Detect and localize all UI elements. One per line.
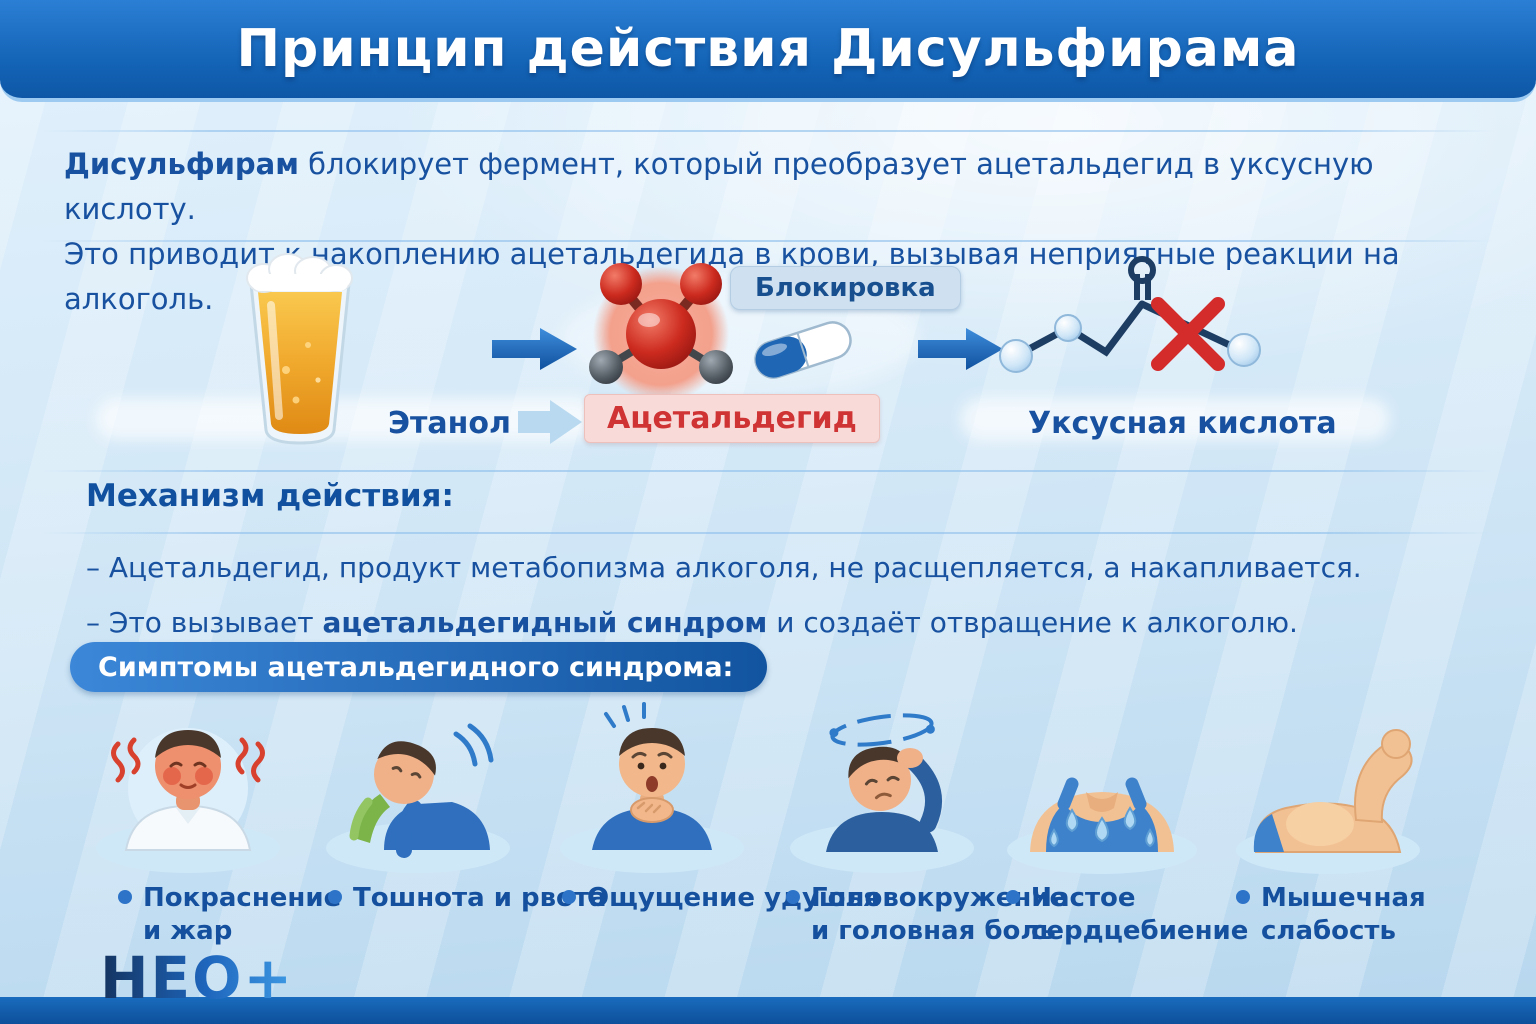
- ethanol-label: Этанол: [388, 406, 511, 441]
- symptom-label-choking: Ощущение удушья: [562, 882, 880, 915]
- mechanism-bullet-1: – Ацетальдегид, продукт метабопизма алко…: [86, 551, 1362, 584]
- arrow-right-icon: [918, 326, 1004, 372]
- footer-band: [0, 997, 1536, 1024]
- choking-icon: [552, 700, 752, 875]
- bullet2-bold: ацетальдегидный синдром: [322, 605, 768, 639]
- bullet-dot-icon: [786, 890, 800, 904]
- dizziness-headache-icon: [782, 700, 982, 875]
- acetic-acid-label: Уксусная кислота: [1028, 406, 1337, 441]
- bullet-dot-icon: [562, 890, 576, 904]
- symptom-label-text: Ощущение удушья: [587, 883, 880, 913]
- mechanism-bullet-2: – Это вызывает ацетальдегидный синдром и…: [86, 603, 1486, 644]
- symptoms-heading: Симптомы ацетальдегидного синдрома:: [98, 651, 734, 683]
- bullet-dot-icon: [1236, 890, 1250, 904]
- page-title: Принцип действия Дисульфирама: [236, 19, 1300, 79]
- mechanism-section: Механизм действия: – Ацетальдегид, проду…: [86, 478, 1486, 643]
- background-streak: [960, 398, 1390, 440]
- divider: [42, 240, 1494, 242]
- bullet-dot-icon: [1006, 890, 1020, 904]
- bullet-dot-icon: [328, 890, 342, 904]
- heartbeat-sweat-icon: [1002, 700, 1202, 875]
- background-streak: [96, 398, 596, 440]
- beer-glass-icon: [238, 250, 362, 448]
- divider: [42, 532, 1494, 534]
- intro-lead-rest: блокирует фермент, который преобразует а…: [64, 147, 1374, 226]
- mechanism-heading: Механизм действия:: [86, 478, 454, 514]
- chevron-right-icon: [518, 398, 584, 446]
- intro-line-1: Дисульфирам блокирует фермент, который п…: [64, 142, 1480, 232]
- divider: [42, 130, 1494, 132]
- bullet2-suffix: и создаёт отвращение к алкоголю.: [767, 605, 1298, 639]
- header-band: Принцип действия Дисульфирама: [0, 0, 1536, 102]
- muscle-weakness-icon: [1228, 700, 1428, 875]
- acetic-acid-blocked-icon: [988, 256, 1280, 402]
- bullet-dot-icon: [118, 890, 132, 904]
- bullet2-prefix: – Это вызывает: [86, 605, 323, 639]
- brand-logo: НЕО+: [100, 944, 295, 1012]
- arrow-right-icon: [492, 326, 578, 372]
- vomiting-icon: [318, 700, 518, 875]
- acetaldehyde-molecule-icon: [566, 254, 756, 404]
- symptoms-heading-banner: Симптомы ацетальдегидного синдрома:: [70, 642, 768, 692]
- acetaldehyde-label: Ацетальдегид: [584, 394, 880, 443]
- pathway-diagram: Блокировка: [0, 248, 1536, 472]
- red-face-fever-icon: [88, 700, 288, 875]
- intro-lead-bold: Дисульфирам: [64, 147, 299, 181]
- disulfiram-capsule-icon: [746, 312, 860, 388]
- divider: [42, 470, 1494, 472]
- blocking-label: Блокировка: [730, 266, 961, 310]
